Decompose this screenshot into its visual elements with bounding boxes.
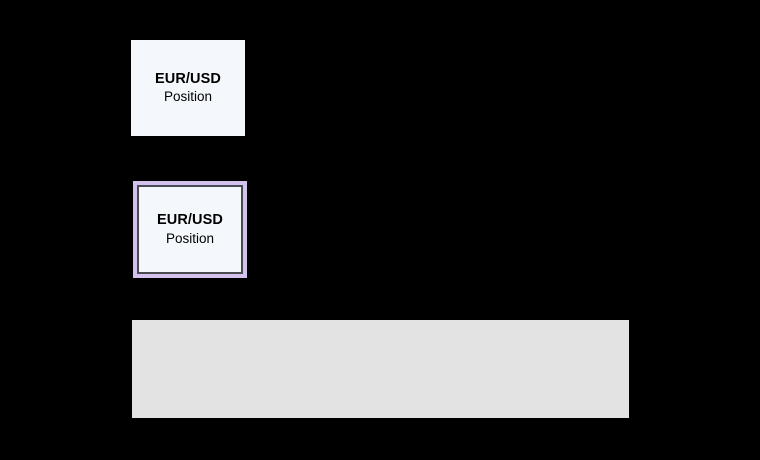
node-subtitle: Position xyxy=(163,89,213,105)
node-eurusd-position-unselected[interactable]: EUR/USD Position xyxy=(131,40,245,136)
node-title: EUR/USD xyxy=(155,70,221,87)
node-eurusd-position-selected[interactable]: EUR/USD Position xyxy=(133,181,247,278)
node-title: EUR/USD xyxy=(157,212,223,229)
detail-panel[interactable] xyxy=(132,320,629,418)
node-subtitle: Position xyxy=(165,230,215,246)
